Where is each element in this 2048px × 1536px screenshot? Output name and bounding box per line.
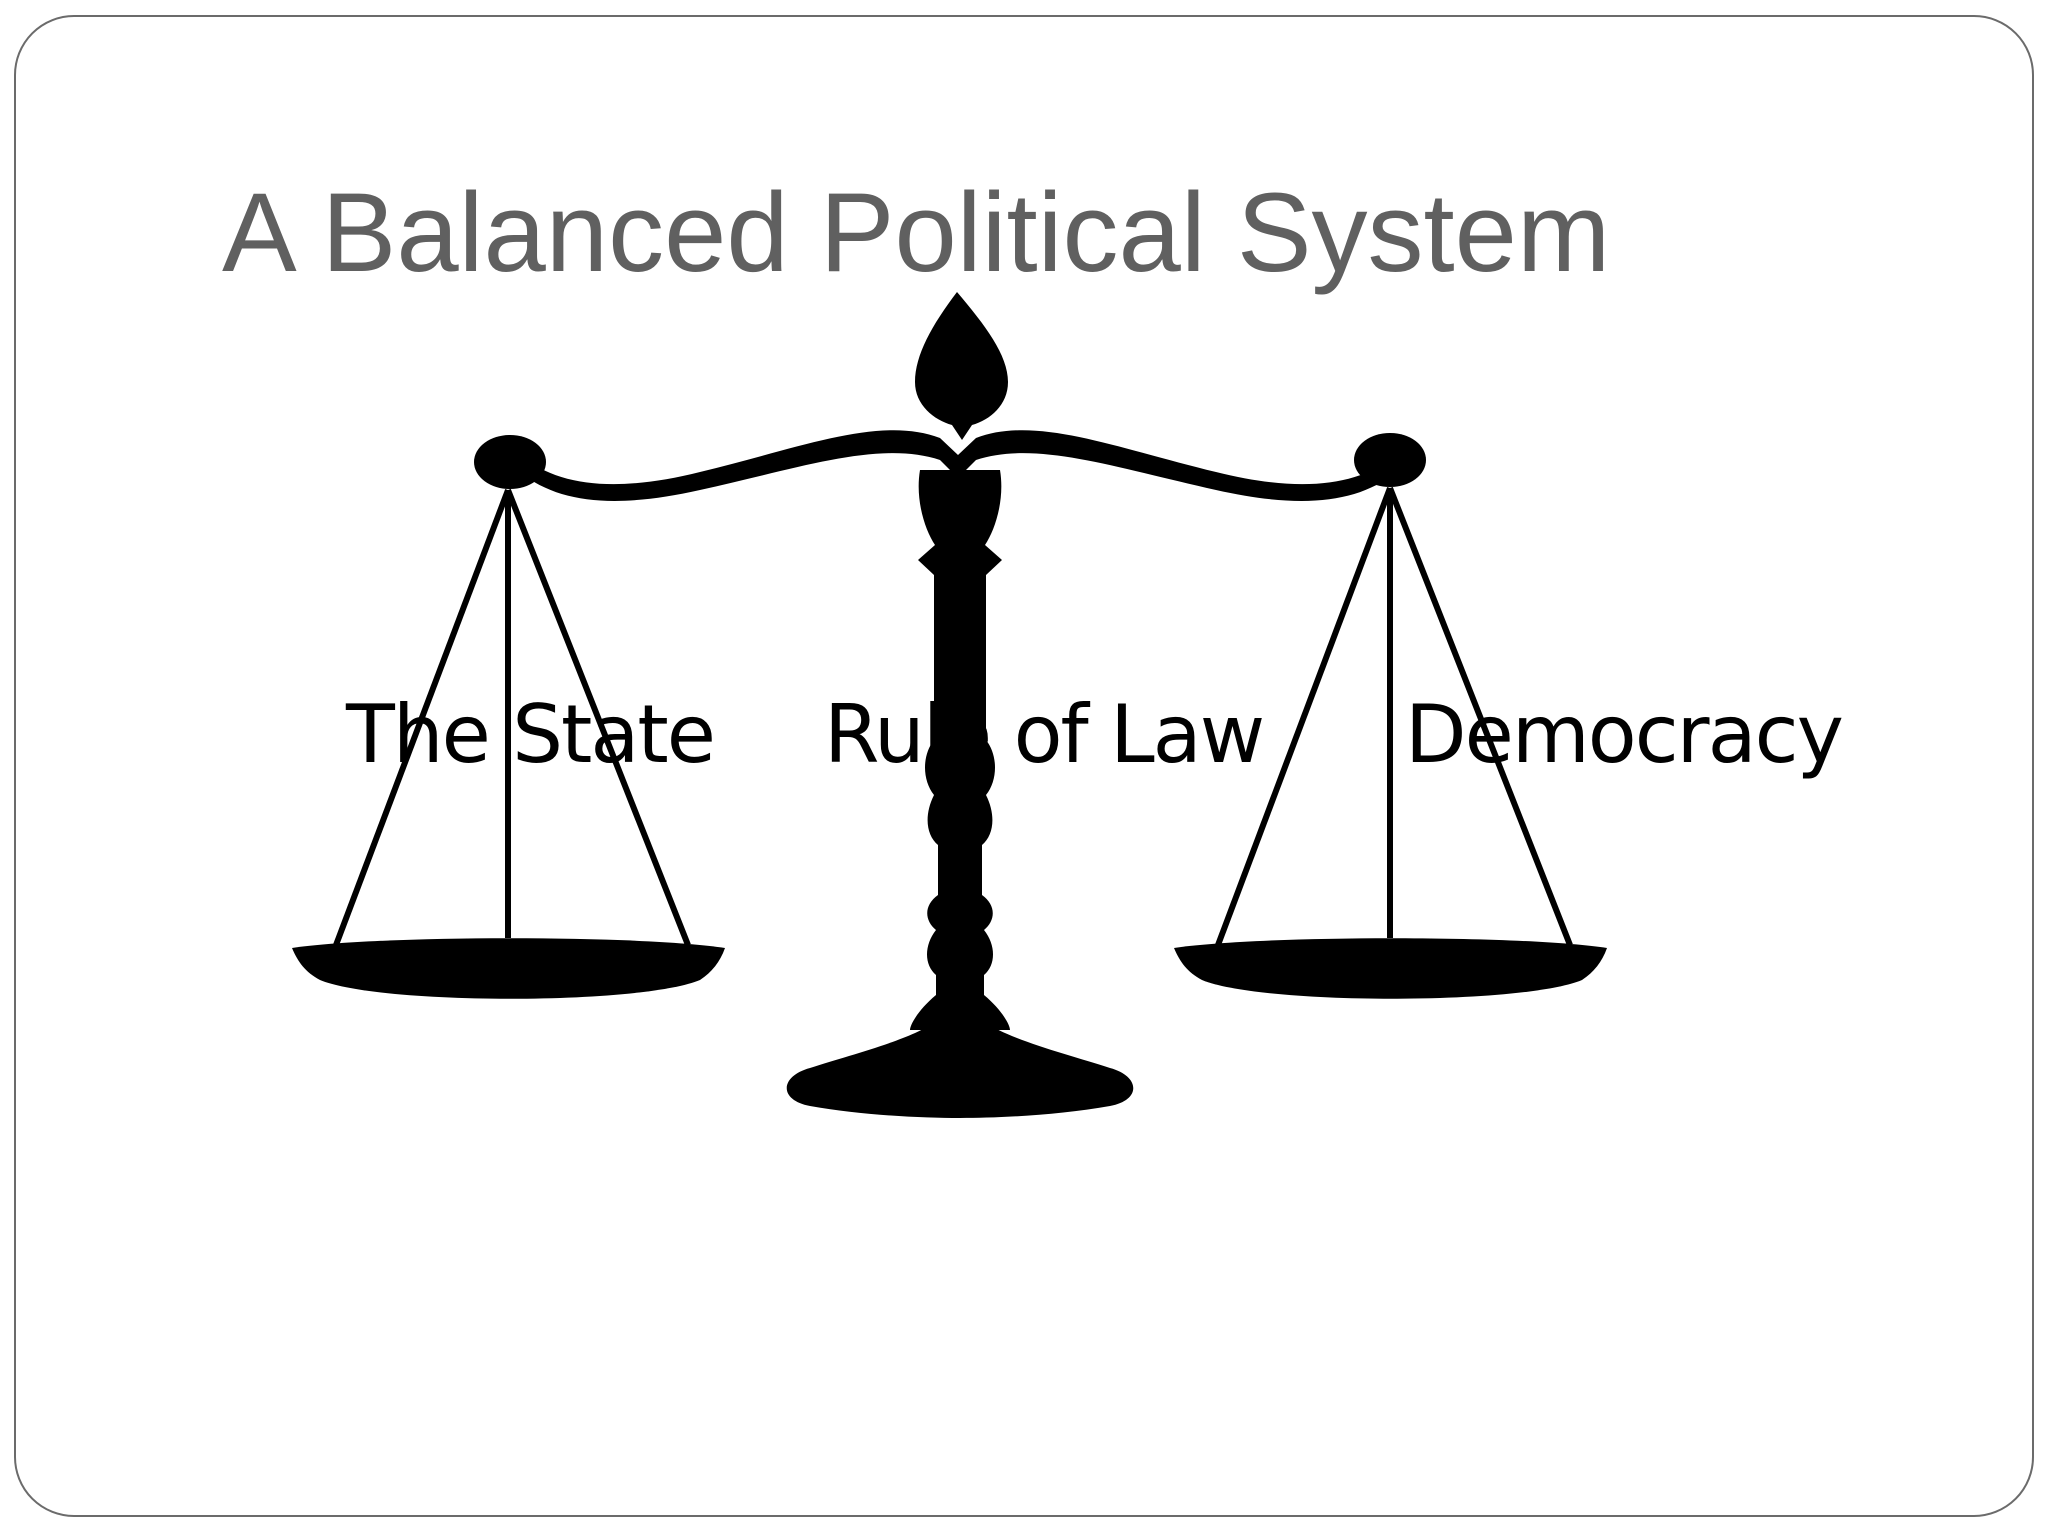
scale-beam <box>520 430 1396 501</box>
left-pan <box>292 938 725 999</box>
label-democracy: Democracy <box>1405 688 1844 781</box>
scale-right-knob <box>1354 433 1426 487</box>
label-rule-of-law: Rule of Law <box>824 688 1265 781</box>
slide-frame <box>14 15 2034 1517</box>
left-pan-chain-outer <box>333 488 511 947</box>
right-pan <box>1174 938 1607 999</box>
slide-title: A Balanced Political System <box>222 170 1611 295</box>
right-pan-chain-inner <box>1387 486 1573 947</box>
label-the-state: The State <box>346 688 716 781</box>
scale-left-knob <box>474 435 546 489</box>
scale-finial <box>915 292 1008 440</box>
right-pan-chain-outer <box>1215 486 1393 947</box>
scale-column <box>910 470 1010 1030</box>
scale-base <box>786 1022 1134 1118</box>
left-pan-chain-inner <box>505 488 691 947</box>
